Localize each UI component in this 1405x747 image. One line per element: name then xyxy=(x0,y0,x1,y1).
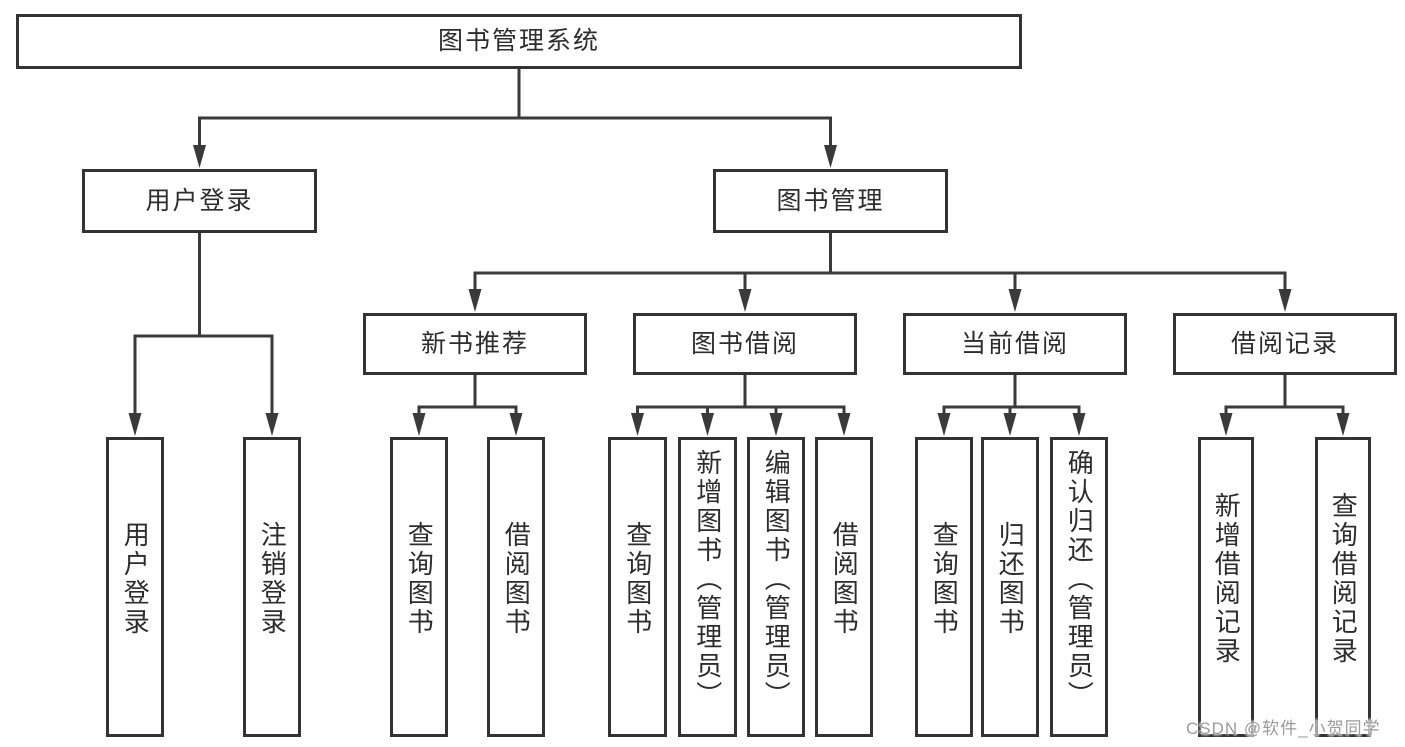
edge-line xyxy=(1013,373,1081,417)
node-label: 当前借阅 xyxy=(960,329,1069,358)
node-leaf-return-book: 归还图书 xyxy=(981,437,1039,737)
node-leaf-user-login: 用户登录 xyxy=(106,437,164,737)
edge-arrowhead-icon xyxy=(769,413,783,436)
node-leaf-query-book-1: 查询图书 xyxy=(390,437,448,737)
edge-arrowhead-icon xyxy=(738,289,752,312)
node-label: 注销登录 xyxy=(257,521,288,637)
node-root: 图书管理系统 xyxy=(16,14,1022,69)
node-new-book-rec: 新书推荐 xyxy=(363,313,587,375)
node-book-mgmt: 图书管理 xyxy=(713,169,948,233)
node-label: 图书管理 xyxy=(776,186,885,215)
node-label: 查询图书 xyxy=(404,521,435,637)
edge-arrowhead-icon xyxy=(937,413,951,436)
edge-arrowhead-icon xyxy=(1003,413,1017,436)
node-leaf-logout: 注销登录 xyxy=(243,437,301,737)
edge-arrowhead-icon xyxy=(509,413,523,436)
edge-line xyxy=(198,231,274,417)
node-leaf-add-record: 新增借阅记录 xyxy=(1198,437,1254,737)
edge-arrowhead-icon xyxy=(265,413,279,436)
edge-arrowhead-icon xyxy=(128,413,142,436)
edge-arrowhead-icon xyxy=(837,413,851,436)
node-label: 图书借阅 xyxy=(690,329,799,358)
edge-arrowhead-icon xyxy=(1008,289,1022,312)
edge-arrowhead-icon xyxy=(193,145,206,168)
watermark: CSDN @软件_小贺同学 xyxy=(1186,719,1381,738)
node-leaf-borrow-book-1: 借阅图书 xyxy=(487,437,545,737)
node-leaf-confirm-return: 确认归还（管理员） xyxy=(1050,437,1108,737)
edge-arrowhead-icon xyxy=(701,413,714,436)
node-label: 用户登录 xyxy=(120,521,151,637)
edge-arrowhead-icon xyxy=(1219,413,1233,436)
node-current-borrow: 当前借阅 xyxy=(903,313,1127,375)
edge-arrowhead-icon xyxy=(1072,413,1086,436)
node-leaf-query-book-2: 查询图书 xyxy=(608,437,667,737)
node-leaf-query-record: 查询借阅记录 xyxy=(1315,437,1371,737)
node-label: 新增借阅记录 xyxy=(1211,492,1242,666)
edge-arrowhead-icon xyxy=(1336,413,1350,436)
node-borrow-records: 借阅记录 xyxy=(1173,313,1397,375)
node-label: 借阅记录 xyxy=(1230,329,1339,358)
node-label: 新增图书（管理员） xyxy=(692,448,723,710)
edge-line xyxy=(517,67,832,149)
edge-line xyxy=(743,373,846,417)
node-label: 编辑图书（管理员） xyxy=(761,448,792,710)
node-label: 查询图书 xyxy=(929,521,960,637)
node-label: 查询图书 xyxy=(622,521,653,637)
node-leaf-borrow-book-2: 借阅图书 xyxy=(815,437,873,737)
edge-line xyxy=(1283,373,1345,417)
node-label: 查询借阅记录 xyxy=(1328,492,1359,666)
node-label: 归还图书 xyxy=(995,521,1026,637)
node-label: 借阅图书 xyxy=(501,521,532,637)
edge-line xyxy=(829,231,1287,293)
node-leaf-edit-book: 编辑图书（管理员） xyxy=(747,437,805,737)
node-label: 用户登录 xyxy=(145,186,254,215)
node-user-login: 用户登录 xyxy=(82,169,317,233)
edge-arrowhead-icon xyxy=(1278,289,1292,312)
node-label: 图书管理系统 xyxy=(437,27,600,55)
edge-arrowhead-icon xyxy=(412,413,426,436)
edge-arrowhead-icon xyxy=(631,413,644,436)
edge-line xyxy=(473,373,518,417)
node-leaf-add-book: 新增图书（管理员） xyxy=(678,437,737,737)
edge-arrowhead-icon xyxy=(468,289,482,312)
node-label: 新书推荐 xyxy=(420,329,529,358)
node-leaf-query-book-3: 查询图书 xyxy=(915,437,973,737)
node-label: 确认归还（管理员） xyxy=(1064,448,1095,710)
node-label: 借阅图书 xyxy=(829,521,860,637)
node-book-borrow: 图书借阅 xyxy=(633,313,857,375)
edge-arrowhead-icon xyxy=(824,145,837,168)
